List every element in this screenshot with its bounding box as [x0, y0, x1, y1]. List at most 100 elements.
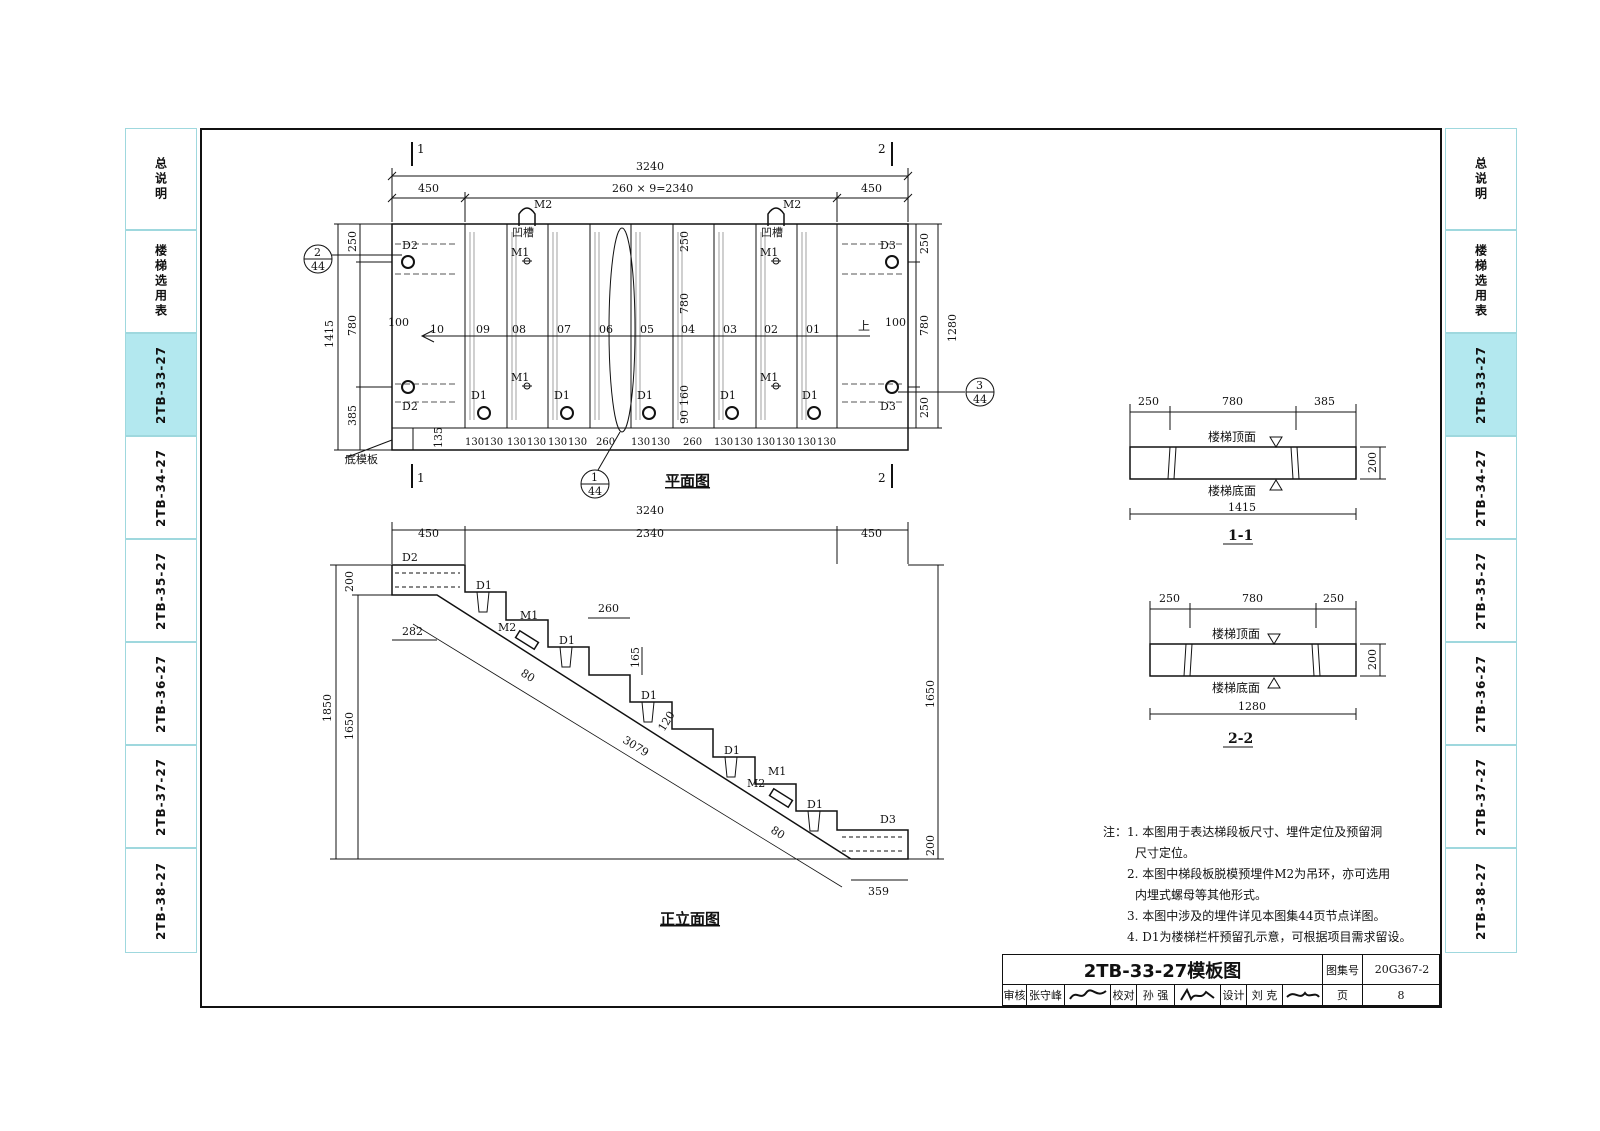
- label-m2: M2: [783, 198, 801, 211]
- tab-2tb-33-27[interactable]: 2TB-33-27: [125, 333, 197, 436]
- review-signature: [1065, 985, 1111, 1005]
- plan-right-mid: 780: [918, 315, 931, 336]
- section-1-1-height: 200: [1366, 452, 1379, 473]
- tab-general-notes[interactable]: 总说明: [1445, 128, 1517, 230]
- label-d1: D1: [554, 389, 570, 402]
- tab-general-notes[interactable]: 总说明: [125, 128, 197, 230]
- tab-2tb-33-27[interactable]: 2TB-33-27: [1445, 333, 1517, 436]
- label-d2: D2: [402, 400, 418, 413]
- plan-right-inset: 100: [885, 316, 906, 329]
- tab-2tb-38-27[interactable]: 2TB-38-27: [1445, 848, 1517, 953]
- elevation-view: [330, 522, 944, 888]
- section-2-2-bottom-label: 楼梯底面: [1212, 680, 1260, 695]
- tab-2tb-34-27[interactable]: 2TB-34-27: [125, 436, 197, 539]
- elev-middle-dim: 2340: [636, 527, 664, 540]
- step-number: 08: [512, 323, 526, 336]
- section-1-1-top-label: 楼梯顶面: [1208, 429, 1256, 444]
- design-name: 刘 克: [1247, 985, 1283, 1005]
- plan-section-mark-1: 1: [417, 142, 425, 156]
- label-groove: 凹槽: [761, 226, 783, 239]
- section-2-2-total: 1280: [1238, 700, 1266, 713]
- plan-right-bottom: 250: [918, 397, 931, 418]
- tab-selection-table[interactable]: 楼梯选用表: [125, 230, 197, 333]
- label-d1: D1: [802, 389, 818, 402]
- tab-2tb-35-27[interactable]: 2TB-35-27: [125, 539, 197, 642]
- signature-row: 审核 张守峰 校对 孙 强 设计 刘 克 页 8: [1003, 985, 1441, 1005]
- tab-2tb-37-27[interactable]: 2TB-37-27: [1445, 745, 1517, 848]
- plan-bottom-dim: 130: [568, 437, 587, 448]
- label-d1: D1: [807, 798, 823, 811]
- page-label: 页: [1323, 985, 1363, 1005]
- tab-label: 楼梯选用表: [1473, 244, 1488, 319]
- label-d1: D1: [637, 389, 653, 402]
- tab-2tb-38-27[interactable]: 2TB-38-27: [125, 848, 197, 953]
- plan-bottom-dim: 130: [817, 437, 836, 448]
- plan-right-top: 250: [918, 233, 931, 254]
- label-m2: M2: [534, 198, 552, 211]
- elev-slope-length: 3079: [620, 734, 651, 760]
- step-number: 01: [806, 323, 820, 336]
- section-2-2-dim: 250: [1159, 592, 1180, 605]
- plan-left-top: 250: [346, 231, 359, 252]
- callout-1-num: 1: [591, 471, 598, 484]
- tab-2tb-37-27[interactable]: 2TB-37-27: [125, 745, 197, 848]
- elev-top-landing: 282: [402, 625, 423, 638]
- label-d3: D3: [880, 400, 896, 413]
- step-number: 10: [430, 323, 444, 336]
- step-number: 05: [640, 323, 654, 336]
- note-4: 4. D1为楼梯栏杆预留孔示意，可根据项目需求留设。: [1127, 930, 1412, 944]
- check-name: 孙 强: [1137, 985, 1175, 1005]
- plan-left-end-dim: 450: [418, 182, 439, 195]
- plan-bottom-dim: 130: [714, 437, 733, 448]
- note-1: 注：1. 本图用于表达梯段板尺寸、埋件定位及预留洞: [1103, 822, 1443, 843]
- label-groove: 凹槽: [512, 226, 534, 239]
- elevation-title: 正立面图: [660, 910, 720, 928]
- plan-middle-dim: 260 × 9=2340: [612, 182, 693, 195]
- section-2-2-dim: 780: [1242, 592, 1263, 605]
- tab-2tb-36-27[interactable]: 2TB-36-27: [1445, 642, 1517, 745]
- plan-mid-top: 250: [678, 231, 691, 252]
- plan-section-mark-2: 2: [878, 142, 886, 156]
- elev-slab-thick-a: 80: [518, 667, 537, 685]
- tab-2tb-36-27[interactable]: 2TB-36-27: [125, 642, 197, 745]
- atlas-number: 20G367-2: [1363, 955, 1441, 985]
- elev-top-thick: 200: [343, 571, 356, 592]
- design-signature: [1283, 985, 1323, 1005]
- section-2-2-title: 2-2: [1228, 731, 1253, 747]
- label-d2: D2: [402, 551, 418, 564]
- step-number: 03: [723, 323, 737, 336]
- plan-mid-a: 160: [678, 385, 691, 406]
- up-label: 上: [858, 319, 870, 333]
- label-d1: D1: [641, 689, 657, 702]
- step-number: 04: [681, 323, 695, 336]
- plan-left-bottom: 385: [346, 405, 359, 426]
- step-number: 09: [476, 323, 490, 336]
- review-name: 张守峰: [1027, 985, 1065, 1005]
- signature-scribble: [1179, 987, 1215, 1002]
- label-m1: M1: [768, 765, 786, 778]
- label-bottom-form: 底模板: [345, 452, 378, 466]
- step-number: 07: [557, 323, 571, 336]
- label-d1: D1: [720, 389, 736, 402]
- plan-bottom-dim: 130: [631, 437, 650, 448]
- tab-2tb-35-27[interactable]: 2TB-35-27: [1445, 539, 1517, 642]
- elev-offset-a: 120: [656, 709, 678, 734]
- notes-block: 注：1. 本图用于表达梯段板尺寸、埋件定位及预留洞 尺寸定位。 2. 本图中梯段…: [1103, 822, 1443, 948]
- plan-bottom-dim: 130: [527, 437, 546, 448]
- callout-2-page: 44: [311, 260, 325, 273]
- plan-right-end-dim: 450: [861, 182, 882, 195]
- label-m1: M1: [760, 246, 778, 259]
- label-d3: D3: [880, 813, 896, 826]
- plan-bottom-dim: 130: [776, 437, 795, 448]
- section-1-1-dim: 250: [1138, 395, 1159, 408]
- label-m1: M1: [511, 371, 529, 384]
- plan-bottom-dim: 130: [651, 437, 670, 448]
- tab-selection-table[interactable]: 楼梯选用表: [1445, 230, 1517, 333]
- atlas-label: 图集号: [1323, 955, 1363, 985]
- drawing-frame: [200, 128, 1442, 1008]
- plan-bottom-dim: 260: [596, 437, 615, 448]
- tab-2tb-34-27[interactable]: 2TB-34-27: [1445, 436, 1517, 539]
- plan-bottom-dim: 130: [734, 437, 753, 448]
- tab-label: 楼梯选用表: [153, 244, 168, 319]
- plan-right-total: 1280: [946, 314, 959, 342]
